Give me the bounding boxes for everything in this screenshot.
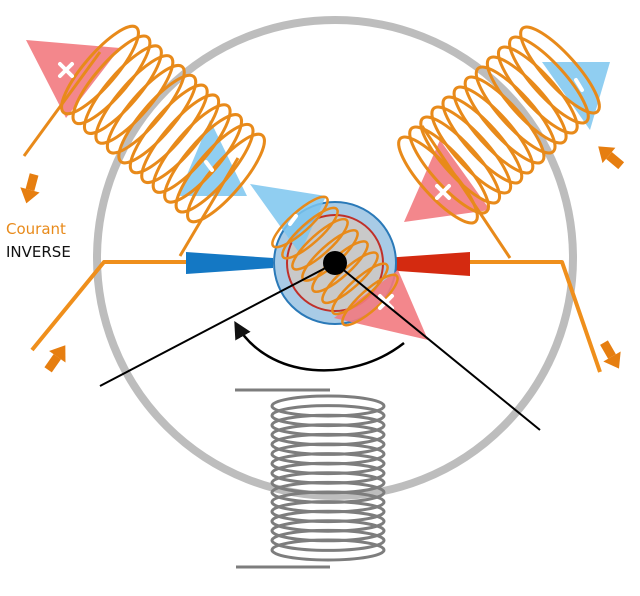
coil-turn bbox=[474, 65, 557, 155]
coil-lead-top-left bbox=[22, 51, 102, 157]
coil-turn bbox=[186, 132, 266, 224]
coil-turn bbox=[485, 55, 568, 145]
coil-turn bbox=[140, 93, 221, 185]
arrow-icon bbox=[600, 340, 621, 369]
coil-turn bbox=[151, 103, 232, 194]
minus-sign-rotor bbox=[288, 214, 298, 226]
rotor-coil-turn bbox=[281, 206, 339, 260]
stator-ring bbox=[93, 16, 577, 500]
coil-turn bbox=[496, 45, 579, 135]
minus-sign-top-right bbox=[574, 78, 584, 92]
rotor-coil-turn bbox=[331, 262, 389, 316]
rotor-coil-turn bbox=[291, 217, 349, 271]
coil-turn bbox=[128, 83, 209, 175]
angle-indicator bbox=[99, 262, 541, 431]
minus-sign-top-left bbox=[204, 160, 214, 172]
arrow-icon bbox=[20, 173, 40, 204]
coil-turn bbox=[94, 54, 175, 145]
curved-arrow-icon bbox=[234, 320, 405, 372]
brush-left bbox=[186, 252, 273, 274]
label-inverse: INVERSE bbox=[6, 243, 71, 261]
coil-turn bbox=[452, 85, 535, 175]
coil-turn bbox=[419, 115, 502, 205]
arrow-icon bbox=[598, 146, 625, 170]
coil-lead-top-right bbox=[420, 125, 512, 259]
plus-sign-rotor bbox=[378, 294, 394, 310]
brush-right bbox=[384, 252, 470, 276]
lower-coil-turn bbox=[270, 528, 386, 552]
coil-tail-top-left bbox=[178, 157, 240, 257]
current-arrows bbox=[20, 146, 625, 373]
coil-turn bbox=[430, 105, 513, 195]
coil-turn bbox=[105, 63, 186, 155]
pole-north-top-right bbox=[404, 140, 490, 222]
rotor-coil-turn bbox=[271, 195, 329, 249]
arrow-icon bbox=[44, 345, 66, 373]
rotor-coil-turn bbox=[341, 273, 399, 327]
needle-right bbox=[334, 262, 541, 431]
coil-turn bbox=[408, 125, 490, 215]
electromagnet-top-left bbox=[22, 24, 266, 257]
coil-turn bbox=[82, 44, 163, 135]
coil-turn bbox=[71, 34, 152, 126]
coil-turn bbox=[163, 113, 244, 204]
needle-left bbox=[99, 262, 336, 387]
coil-turn bbox=[463, 75, 546, 165]
plus-sign-top-left bbox=[58, 62, 74, 78]
plus-sign-top-right bbox=[435, 184, 451, 200]
coil-turn bbox=[441, 95, 524, 185]
lower-coil bbox=[235, 388, 386, 569]
lower-coil-turn bbox=[270, 538, 386, 562]
feed-wires bbox=[30, 260, 602, 373]
coil-turn bbox=[519, 25, 601, 115]
coil-turn bbox=[117, 73, 198, 165]
coil-turn bbox=[508, 35, 590, 125]
label-courant: Courant bbox=[6, 220, 66, 238]
coil-turn bbox=[60, 24, 140, 116]
electromagnet-top-right bbox=[397, 25, 610, 259]
